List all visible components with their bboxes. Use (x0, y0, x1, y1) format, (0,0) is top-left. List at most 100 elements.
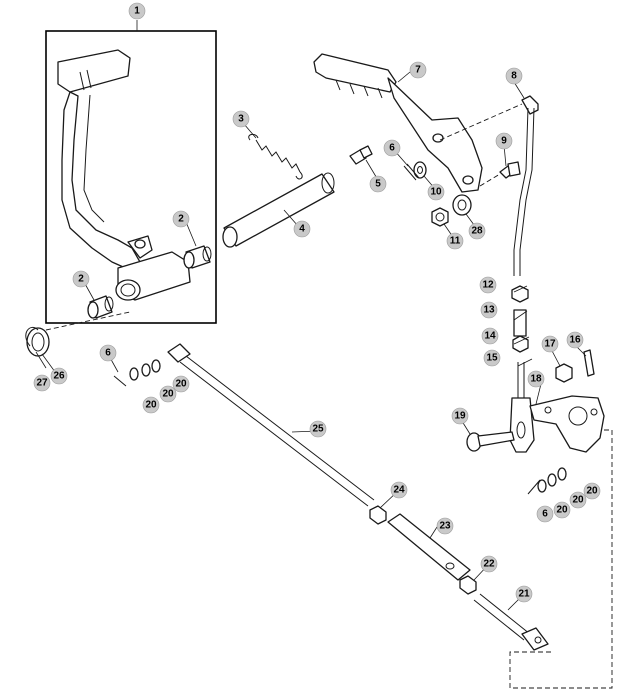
brake-rod-25 (167, 343, 375, 507)
callout-c1: 1 (128, 2, 146, 20)
leader-lines (35, 20, 587, 611)
callout-c6a: 6 (383, 139, 401, 157)
callout-c26: 26 (50, 367, 68, 385)
svg-text:28: 28 (471, 226, 483, 237)
callout-c23: 23 (436, 517, 454, 535)
washers-lower-right (527, 467, 567, 495)
svg-text:16: 16 (569, 335, 581, 346)
rod-21 (473, 593, 549, 651)
svg-text:6: 6 (542, 509, 548, 520)
callout-c6c: 6 (536, 505, 554, 523)
svg-text:4: 4 (299, 224, 305, 235)
cotter-pin-6-top (403, 163, 420, 181)
callout-c28: 28 (468, 222, 486, 240)
svg-text:20: 20 (586, 486, 598, 497)
return-spring (248, 133, 303, 180)
callout-c10: 10 (427, 183, 445, 201)
washer-10 (413, 161, 427, 179)
svg-text:20: 20 (572, 495, 584, 506)
pin-16 (583, 349, 595, 377)
callout-c12: 12 (479, 276, 497, 294)
svg-text:6: 6 (105, 348, 111, 359)
svg-text:19: 19 (454, 411, 466, 422)
bushing-lower (87, 295, 114, 319)
svg-text:15: 15 (486, 353, 498, 364)
bushing-upper (183, 245, 212, 269)
svg-text:21: 21 (518, 589, 530, 600)
callout-bubbles: 1 2 2 3 4 5 6 6 6 7 8 9 10 11 12 13 14 1… (33, 2, 601, 603)
callout-c18: 18 (527, 370, 545, 388)
svg-text:20: 20 (556, 505, 568, 516)
callout-c21: 21 (515, 585, 533, 603)
svg-text:11: 11 (450, 236, 461, 247)
callout-c20e: 20 (569, 491, 587, 509)
svg-text:13: 13 (483, 305, 495, 316)
svg-text:27: 27 (36, 378, 48, 389)
callout-c17: 17 (541, 335, 559, 353)
turnbuckle-23 (387, 513, 471, 581)
callout-c6b: 6 (99, 344, 117, 362)
svg-text:20: 20 (162, 389, 174, 400)
callout-c20a: 20 (172, 375, 190, 393)
svg-text:25: 25 (312, 424, 324, 435)
svg-text:26: 26 (53, 371, 65, 382)
nut-11 (431, 207, 449, 227)
callout-c20d: 20 (583, 482, 601, 500)
snap-ring-27 (25, 326, 39, 347)
callout-c11: 11 (446, 232, 464, 250)
nut-12 (511, 285, 529, 303)
svg-text:17: 17 (544, 339, 556, 350)
callout-c7: 7 (409, 61, 427, 79)
bolt-5 (349, 145, 373, 165)
svg-text:8: 8 (511, 71, 517, 82)
svg-text:9: 9 (501, 136, 507, 147)
callout-c2a: 2 (172, 210, 190, 228)
callout-c25: 25 (309, 420, 327, 438)
callout-c16: 16 (566, 331, 584, 349)
brake-rod-8 (513, 95, 539, 276)
bolt-9 (499, 161, 521, 179)
svg-text:14: 14 (484, 331, 496, 342)
callout-c14: 14 (481, 327, 499, 345)
nut-17 (555, 363, 573, 383)
park-brake-handle (313, 53, 483, 193)
svg-text:22: 22 (483, 559, 495, 570)
spacer-28 (452, 194, 472, 216)
coupler-13 (513, 309, 527, 337)
svg-text:10: 10 (430, 187, 442, 198)
svg-text:3: 3 (238, 114, 244, 125)
callout-c13: 13 (480, 301, 498, 319)
nut-22 (459, 575, 477, 595)
callout-c22: 22 (480, 555, 498, 573)
callout-c2b: 2 (72, 270, 90, 288)
callout-c5: 5 (369, 175, 387, 193)
svg-text:7: 7 (415, 65, 421, 76)
callout-c20b: 20 (159, 385, 177, 403)
svg-text:23: 23 (439, 521, 451, 532)
nut-24 (369, 505, 387, 525)
callout-c8: 8 (505, 67, 523, 85)
svg-text:1: 1 (134, 6, 140, 17)
callout-c3: 3 (232, 110, 250, 128)
svg-text:20: 20 (145, 400, 157, 411)
callout-c9: 9 (495, 132, 513, 150)
pedal-inset-frame (45, 30, 217, 324)
washers-left (113, 359, 161, 387)
bolt-19 (466, 431, 515, 452)
svg-text:18: 18 (530, 374, 542, 385)
callout-c27: 27 (33, 374, 51, 392)
chassis-outline-dashed (45, 103, 613, 689)
callout-c4: 4 (293, 220, 311, 238)
svg-text:2: 2 (78, 274, 84, 285)
svg-text:24: 24 (393, 485, 405, 496)
svg-text:2: 2 (178, 214, 184, 225)
callout-c20c: 20 (142, 396, 160, 414)
bracket-18 (529, 395, 605, 453)
nut-14 (512, 335, 529, 353)
svg-text:20: 20 (175, 379, 187, 390)
callout-c20f: 20 (553, 501, 571, 519)
callout-c15: 15 (483, 349, 501, 367)
callout-c24: 24 (390, 481, 408, 499)
svg-text:5: 5 (375, 179, 381, 190)
